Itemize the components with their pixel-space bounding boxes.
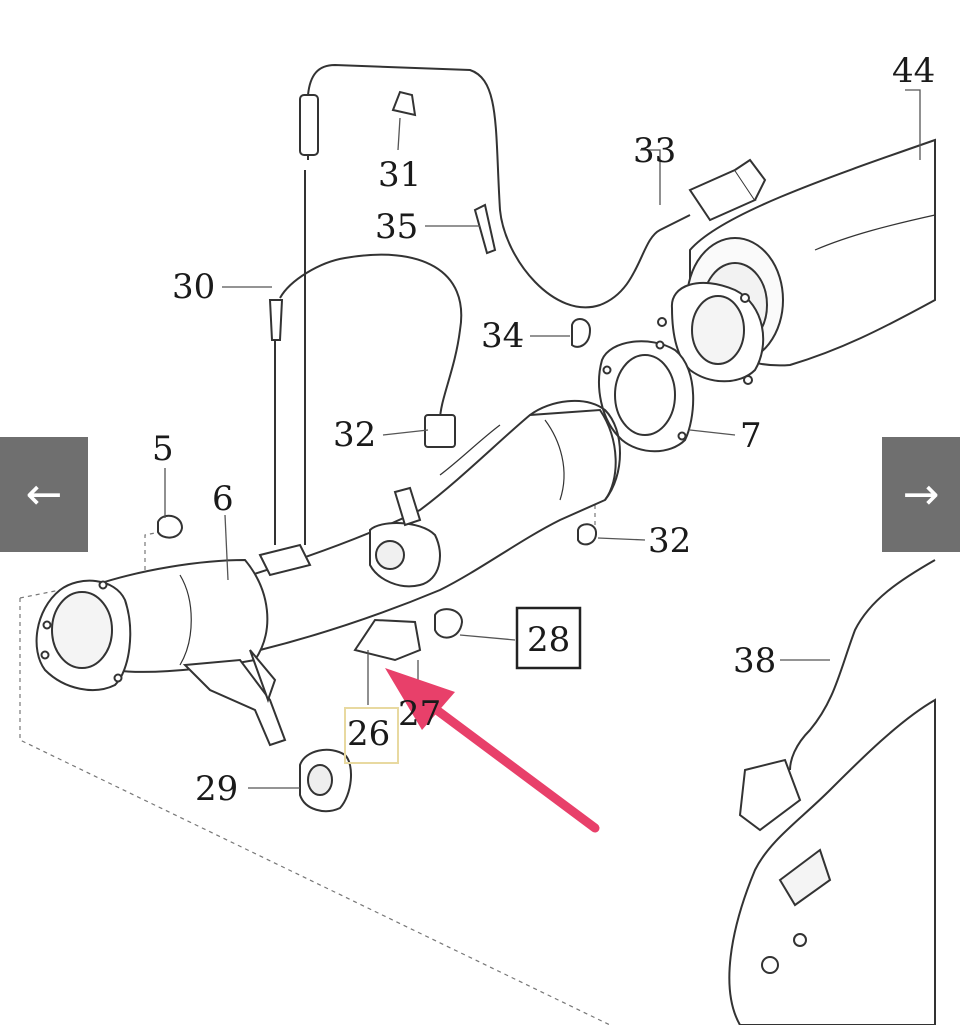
small-parts [157, 90, 598, 662]
callout-32-upper: 32 [333, 415, 376, 455]
hanger-bracket [182, 649, 287, 747]
arrow-right-icon: → [902, 469, 940, 520]
gasket [598, 340, 695, 453]
muffler-flange [657, 281, 765, 385]
callout-labels: 44 33 31 35 30 34 32 7 5 6 32 28 38 27 2… [152, 51, 935, 809]
arrow-left-icon: ← [25, 469, 63, 520]
callout-44: 44 [892, 51, 935, 91]
callout-box-28 [515, 606, 582, 670]
catalytic-converter [35, 558, 269, 691]
callout-31: 31 [378, 155, 421, 195]
callout-29: 29 [195, 769, 238, 809]
callout-27: 27 [398, 694, 441, 734]
callout-28: 28 [527, 620, 570, 660]
callout-33: 33 [633, 131, 676, 171]
pointer-arrow [385, 668, 600, 833]
right-bracket-assembly [728, 559, 936, 1026]
sensor-boss [258, 486, 441, 588]
callout-box-26 [344, 707, 399, 764]
callout-34: 34 [481, 316, 524, 356]
next-image-button[interactable]: → [882, 437, 960, 552]
callout-35: 35 [375, 207, 418, 247]
callout-26: 26 [347, 714, 390, 754]
callout-5: 5 [152, 429, 174, 469]
callout-38: 38 [733, 641, 776, 681]
callout-6: 6 [212, 479, 234, 519]
callout-30: 30 [172, 267, 215, 307]
callout-7: 7 [740, 416, 762, 456]
prev-image-button[interactable]: ← [0, 437, 88, 552]
rubber-hanger [299, 748, 352, 813]
callout-32-lower: 32 [648, 521, 691, 561]
temperature-sensor [268, 253, 463, 545]
lambda-sensor [299, 63, 767, 545]
